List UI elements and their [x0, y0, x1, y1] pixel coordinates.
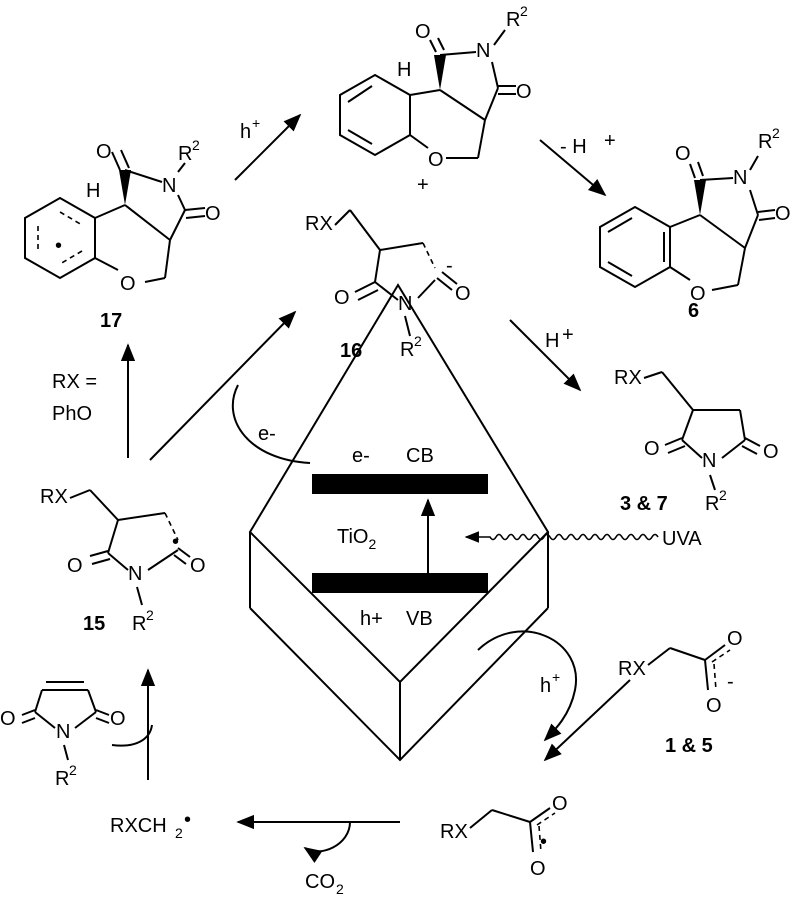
electron-transfer-label: e-: [258, 423, 276, 445]
svg-text:2: 2: [414, 333, 422, 349]
svg-text:O: O: [96, 141, 112, 163]
svg-text:O: O: [334, 287, 350, 309]
compound-16: RX N O O - R 2 16: [305, 209, 471, 362]
carboxyl-radical: RX O O •: [440, 793, 568, 880]
label-16: 16: [340, 340, 362, 362]
svg-text:RX: RX: [614, 367, 642, 389]
svg-text:N: N: [733, 167, 747, 189]
svg-text:N: N: [476, 40, 490, 62]
conduction-band: [312, 474, 488, 494]
tio2-particle: e- CB TiO2 h+ VB: [248, 283, 550, 762]
tio2-label: TiO2: [337, 526, 376, 552]
svg-text:2: 2: [175, 825, 183, 841]
svg-text:RX: RX: [40, 486, 68, 508]
svg-text:- H: - H: [560, 136, 587, 158]
carboxylate-1-5: RX O O - 1 & 5: [618, 628, 743, 757]
svg-text:O: O: [190, 555, 206, 577]
svg-text:O: O: [67, 555, 83, 577]
svg-text:O: O: [455, 283, 471, 305]
svg-text:H: H: [397, 59, 411, 81]
valence-band: [312, 573, 488, 593]
svg-text:2: 2: [772, 125, 780, 141]
svg-text:R: R: [132, 613, 146, 635]
label-3-7: 3 & 7: [620, 493, 668, 515]
svg-text:RX: RX: [618, 658, 646, 680]
svg-text:H: H: [545, 330, 559, 352]
svg-text:•: •: [55, 235, 62, 257]
svg-text:RX: RX: [305, 213, 333, 235]
svg-text:O: O: [516, 81, 532, 103]
svg-text:-: -: [727, 671, 734, 693]
svg-text:2: 2: [336, 881, 344, 897]
svg-text:2: 2: [192, 137, 200, 153]
svg-text:N: N: [128, 563, 142, 585]
svg-text:O: O: [110, 708, 126, 730]
svg-text:h: h: [540, 675, 551, 697]
svg-text:O: O: [690, 283, 706, 305]
svg-text:O: O: [675, 143, 691, 165]
svg-text:•: •: [172, 531, 179, 553]
cation-intermediate: H O + N R 2 O O: [339, 3, 532, 196]
svg-text:N: N: [702, 450, 716, 472]
svg-text:O: O: [428, 149, 444, 171]
vb-label: VB: [406, 608, 433, 630]
compound-6: O N R 2 O O 6: [599, 125, 791, 322]
svg-text:H: H: [86, 180, 100, 202]
svg-text:R: R: [55, 768, 69, 790]
svg-text:O: O: [706, 695, 722, 717]
svg-text:N: N: [162, 175, 176, 197]
svg-text:O: O: [727, 628, 743, 650]
svg-text:PhO: PhO: [52, 403, 92, 425]
svg-text:O: O: [775, 203, 791, 225]
uva-label: UVA: [662, 528, 702, 550]
svg-text:O: O: [763, 441, 779, 463]
compound-17: • H O N R 2 O O 17: [24, 137, 221, 332]
svg-text:2: 2: [520, 3, 528, 19]
svg-text:O: O: [0, 708, 16, 730]
svg-text:RX =: RX =: [52, 371, 97, 393]
cb-label: CB: [406, 445, 434, 467]
label-1-5: 1 & 5: [665, 735, 713, 757]
compound-15: RX N O O • R 2 15: [40, 486, 206, 635]
cb-electron: e-: [352, 445, 370, 467]
svg-text:N: N: [398, 293, 412, 315]
uva-arrow: [464, 531, 659, 543]
svg-text:+: +: [552, 669, 560, 685]
label-17: 17: [100, 310, 122, 332]
svg-text:O: O: [120, 273, 136, 295]
svg-text:CO: CO: [305, 871, 335, 893]
svg-text:h: h: [240, 121, 251, 143]
svg-text:R: R: [506, 9, 520, 31]
svg-text:•: •: [540, 831, 547, 853]
vb-hole: h+: [360, 608, 383, 630]
arrows: h + - H + H + e- RX = PhO h + RXCH 2 • C…: [52, 113, 631, 897]
svg-text:R: R: [400, 339, 414, 361]
svg-text:R: R: [758, 131, 772, 153]
svg-text:O: O: [205, 203, 221, 225]
svg-text:2: 2: [69, 762, 77, 778]
svg-text:O: O: [552, 793, 568, 815]
label-15: 15: [83, 613, 105, 635]
svg-text:-: -: [446, 255, 453, 277]
svg-text:N: N: [56, 721, 70, 743]
svg-text:RXCH: RXCH: [110, 815, 167, 837]
svg-text:RX: RX: [440, 821, 468, 843]
svg-text:•: •: [184, 809, 191, 831]
svg-text:O: O: [530, 858, 546, 880]
svg-text:2: 2: [719, 487, 727, 503]
maleimide: N O O R 2: [0, 681, 126, 790]
svg-text:R: R: [705, 493, 719, 515]
svg-text:+: +: [417, 174, 429, 196]
svg-text:+: +: [562, 324, 574, 346]
svg-text:2: 2: [146, 607, 154, 623]
svg-text:O: O: [644, 438, 660, 460]
svg-text:R: R: [178, 143, 192, 165]
svg-text:O: O: [415, 21, 431, 43]
svg-text:+: +: [252, 115, 260, 131]
svg-text:+: +: [604, 130, 616, 152]
compound-3-7: RX N O O R 2 3 & 7: [614, 367, 779, 515]
label-6: 6: [688, 300, 699, 322]
